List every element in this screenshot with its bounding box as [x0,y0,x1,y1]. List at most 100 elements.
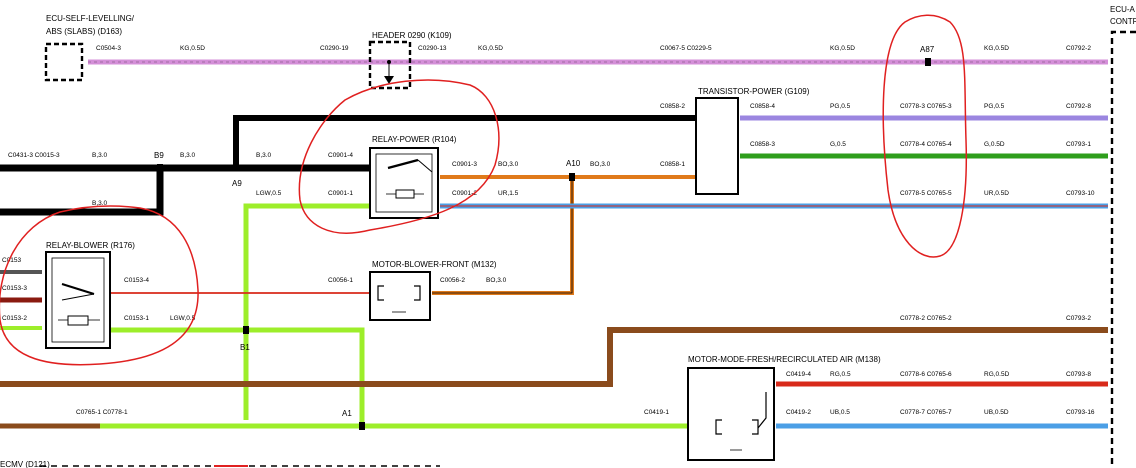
label-c0067-5: C0067-5 C0229-5 [660,45,712,52]
ecu-self-levelling-title-2: ABS (SLABS) (D163) [46,27,122,36]
wire-brown [0,327,1108,387]
label-c0901-4: C0901-4 [328,152,353,159]
label-b30-1: B,3.0 [92,152,108,159]
label-c0504-3: C0504-3 [96,45,121,52]
label-b30-3: B,3.0 [256,152,272,159]
label-ur05: UR,0.5D [984,190,1009,197]
label-g05-1: G,0.5 [830,141,846,148]
relay-blower-title: RELAY-BLOWER (R176) [46,241,135,250]
splice-a87-dot [925,58,931,66]
splice-a87: A87 [920,45,935,54]
wire-lgw-relay-blower [110,327,365,426]
label-c0419-1: C0419-1 [644,409,669,416]
splice-a9: A9 [232,179,242,188]
label-c0153-3: C0153-3 [2,285,27,292]
ecu-self-levelling-title-1: ECU-SELF-LEVELLING/ [46,14,135,23]
splice-a1: A1 [342,409,352,418]
motor-blower-title: MOTOR-BLOWER-FRONT (M132) [372,260,497,269]
label-c0153-2: C0153-2 [2,315,27,322]
label-c0901-1: C0901-1 [328,190,353,197]
header-junction [387,60,391,64]
label-c0792-2: C0792-2 [1066,45,1091,52]
label-rg05-2: RG,0.5D [984,371,1010,378]
label-c0901-3: C0901-3 [452,161,477,168]
label-c0793-8: C0793-8 [1066,371,1091,378]
splice-b9: B9 [154,151,164,160]
label-ub05-1: UB,0.5 [830,409,850,416]
label-c0290-19: C0290-19 [320,45,349,52]
label-c0858-4: C0858-4 [750,103,775,110]
label-lgw05-2: LGW,0.5 [170,315,196,322]
label-c0431-3: C0431-3 C0015-3 [8,152,60,159]
relay-power-symbol [369,147,439,219]
header-title: HEADER 0290 (K109) [372,31,452,40]
splice-a10: A10 [566,159,581,168]
label-b30-2: B,3.0 [180,152,196,159]
label-c0858-2: C0858-2 [660,103,685,110]
label-kg05d-4: KG,0.5D [984,45,1009,52]
transistor-power-box [695,97,739,195]
label-bo30-3: BO,3.0 [486,277,507,284]
label-c0901-2: C0901-2 [452,190,477,197]
ecu-right-box [1110,30,1136,468]
label-c0778-2: C0778-2 C0765-2 [900,315,952,322]
label-bo30-2: BO,3.0 [590,161,611,168]
label-c0778-5: C0778-5 C0765-5 [900,190,952,197]
label-c0153-4: C0153-4 [124,277,149,284]
label-c0792-8: C0792-8 [1066,103,1091,110]
label-kg05d-2: KG,0.5D [478,45,503,52]
label-c0778-3: C0778-3 C0765-3 [900,103,952,110]
wire-lgw-relay-power [243,203,372,420]
wire-black-top [233,115,696,168]
splice-b9-dot [157,164,163,172]
label-g05-2: G,0.5D [984,141,1005,148]
label-b30-4: B,3.0 [92,200,108,207]
label-c0765-1: C0765-1 C0778-1 [76,409,128,416]
label-c0793-16: C0793-16 [1066,409,1095,416]
splice-b1-dot [243,326,249,334]
annotation-circle-relay-power [298,79,500,234]
motor-mode-symbol [687,367,775,461]
relay-blower-symbol [45,251,111,349]
label-c0793-2: C0793-2 [1066,315,1091,322]
motor-mode-title: MOTOR-MODE-FRESH/RECIRCULATED AIR (M138) [688,355,881,364]
transistor-power-title: TRANSISTOR-POWER (G109) [698,87,810,96]
label-c0778-4: C0778-4 C0765-4 [900,141,952,148]
annotation-circle-relay-blower [0,205,199,366]
label-c0778-6: C0778-6 C0765-6 [900,371,952,378]
label-kg05d-3: KG,0.5D [830,45,855,52]
label-pg05-1: PG,0.5 [830,103,851,110]
label-pg05-2: PG,0.5 [984,103,1005,110]
ecu-self-levelling-box [44,42,84,82]
ecu-right-title-1: ECU-A [1110,5,1136,14]
header-box [368,40,412,90]
label-rg05-1: RG,0.5 [830,371,851,378]
label-kg05d-1: KG,0.5D [180,45,205,52]
splice-a1-dot [359,422,365,430]
splice-a10-dot [569,173,575,181]
label-c0419-2: C0419-2 [786,409,811,416]
relay-power-title: RELAY-POWER (R104) [372,135,457,144]
splice-b1: B1 [240,343,250,352]
label-c0858-3: C0858-3 [750,141,775,148]
bottom-ecu-title: ECMV (D121) [0,460,50,468]
annotation-circle-right-connectors [882,14,968,258]
ecu-right-title-2: CONTR [1110,17,1136,26]
label-c0056-1: C0056-1 [328,277,353,284]
wire-black-branch [0,168,164,216]
label-c0153-left: C0153 [2,257,22,264]
label-c0858-1: C0858-1 [660,161,685,168]
label-c0793-10: C0793-10 [1066,190,1095,197]
label-c0419-4: C0419-4 [786,371,811,378]
label-c0778-7: C0778-7 C0765-7 [900,409,952,416]
motor-blower-symbol [369,271,431,321]
label-ub05-2: UB,0.5D [984,409,1009,416]
wire-bo-orange-outline [432,177,573,294]
label-c0290-13: C0290-13 [418,45,447,52]
header-arrow-icon [384,76,394,84]
label-c0056-2: C0056-2 [440,277,465,284]
label-lgw05-1: LGW,0.5 [256,190,282,197]
label-c0793-1: C0793-1 [1066,141,1091,148]
label-ur15: UR,1.5 [498,190,519,197]
